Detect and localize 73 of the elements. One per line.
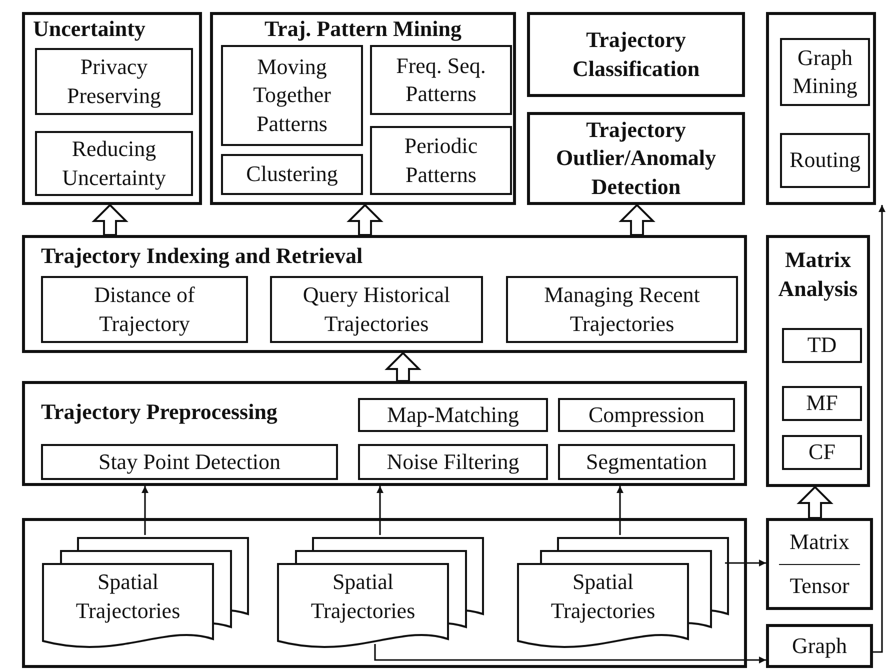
arrow [725,560,766,566]
box-label: Graph Mining [792,44,858,100]
process-box [41,276,248,343]
hollow-arrow [92,204,128,236]
process-box [780,38,870,106]
process-box [780,133,870,188]
box-label: Trajectory Classification [571,26,701,82]
group-panel [766,235,870,487]
box-label: Compression [587,400,706,429]
process-box [35,48,193,115]
group-heading: Trajectory Indexing and Retrieval [41,242,364,270]
box-label: Managing Recent Trajectories [543,281,701,338]
process-box [558,398,735,432]
box-label: Clustering [245,160,339,188]
box-label: Periodic Patterns [403,132,479,188]
process-box [41,444,338,480]
box-label: Privacy Preserving [66,53,162,110]
document-label: Spatial Trajectories [310,568,416,625]
process-box [782,435,862,470]
group-panel [22,381,747,486]
hollow-arrow [384,352,422,382]
box-label: Routing [788,146,862,174]
process-box [527,12,745,97]
process-box [558,444,735,480]
box-label: Graph [791,632,848,660]
process-box [358,444,548,480]
process-box [358,398,548,432]
arrow [873,205,886,653]
arrow [374,644,766,664]
group-heading: Uncertainty [33,15,146,43]
process-box [35,131,193,196]
process-box [270,276,483,343]
group-panel [22,235,747,353]
group-panel [766,12,876,205]
box-label: Moving Together Patterns [252,53,332,138]
process-box [370,45,512,115]
process-box [370,126,512,195]
process-box [766,518,873,610]
process-box [527,112,745,205]
process-box [782,328,862,363]
group-heading: Traj. Pattern Mining [264,15,462,43]
box-label: CF [808,438,836,466]
process-box [506,276,738,343]
group-heading: Trajectory Preprocessing [41,398,278,426]
box-label: Query Historical Trajectories [302,281,452,338]
group-panel [22,518,747,668]
box-label: Matrix [788,528,850,556]
group-heading: Matrix Analysis [777,246,859,303]
arrow [376,486,384,535]
arrow [616,486,624,535]
process-box [766,624,873,668]
box-label: Freq. Seq. Patterns [395,52,487,108]
box-label: Reducing Uncertainty [61,135,167,192]
group-panel [210,12,516,205]
document-label: Spatial Trajectories [550,568,656,625]
arrow [142,486,148,535]
group-panel [22,12,202,205]
box-label: TD [806,331,838,360]
box-label: Segmentation [585,448,708,476]
box-label: Stay Point Detection [97,448,282,476]
box-label: Tensor [788,572,850,600]
process-box [782,386,862,421]
hollow-arrow [346,204,384,236]
box-label: Distance of Trajectory [93,281,196,338]
box-label: Trajectory Outlier/Anomaly Detection [554,116,718,201]
process-box [221,154,363,195]
hollow-arrow [618,204,656,236]
document-label: Spatial Trajectories [74,568,182,625]
box-label: Map-Matching [386,400,520,429]
process-box [221,45,363,146]
hollow-arrow [796,486,834,519]
box-label: Noise Filtering [386,448,520,476]
box-label: MF [805,389,839,418]
